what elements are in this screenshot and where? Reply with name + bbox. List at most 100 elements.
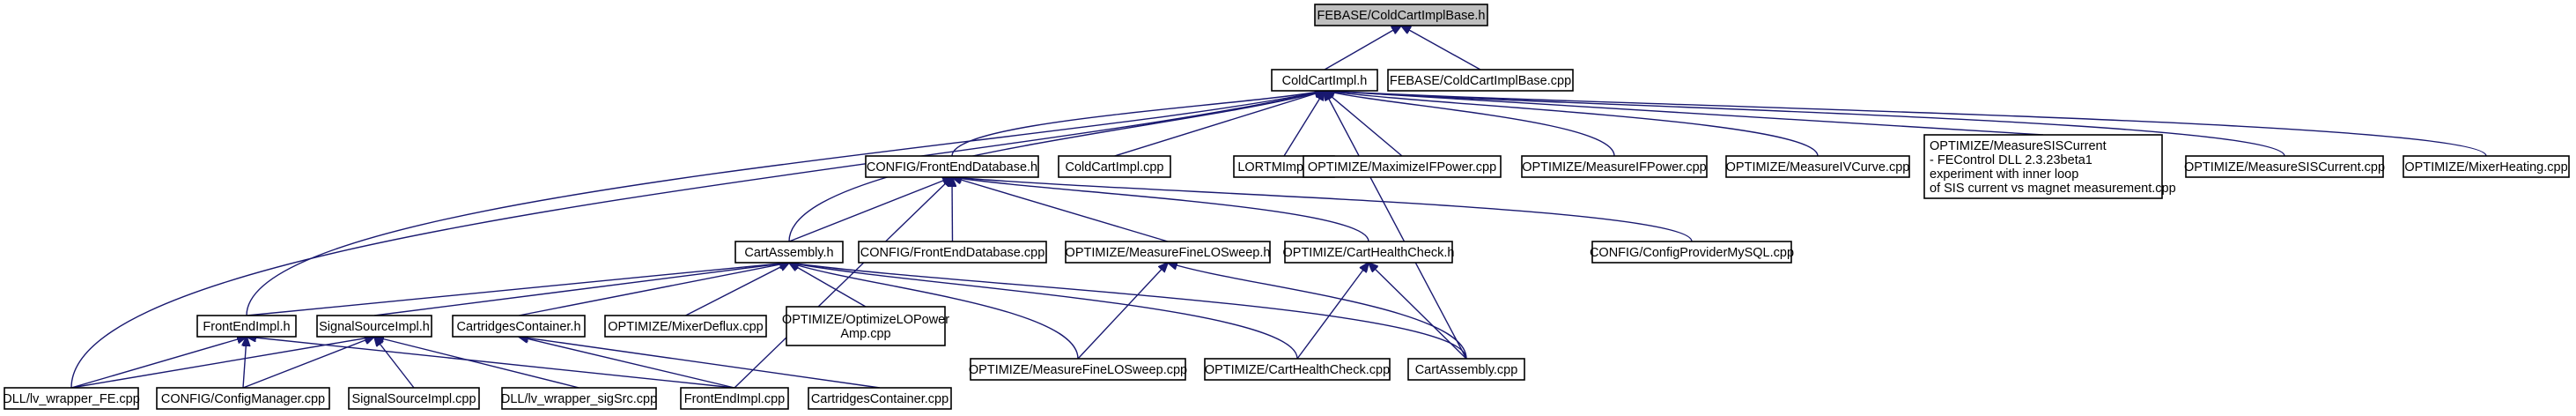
file-node-optimize-maximizeifpower-cpp[interactable]: OPTIMIZE/MaximizeIFPower.cpp — [1303, 155, 1502, 178]
file-node-label: SignalSourceImpl.cpp — [351, 392, 476, 406]
dependency-arrow — [1325, 91, 2044, 136]
file-node-optimize-mixerdeflux-cpp[interactable]: OPTIMIZE/MixerDeflux.cpp — [604, 315, 767, 338]
dependency-arrow — [951, 91, 1325, 157]
dependency-arrow — [1324, 26, 1401, 71]
dependency-arrow-line — [1325, 91, 2487, 157]
dependency-arrow-line — [1114, 91, 1325, 157]
dependency-arrow — [1325, 91, 1615, 157]
file-node-box — [1725, 155, 1910, 178]
file-node-optimize-measuresiscurrent-cpp[interactable]: OPTIMIZE/MeasureSISCurrent.cpp — [2184, 155, 2385, 178]
dependency-edges — [70, 26, 2487, 389]
file-node-label: OPTIMIZE/CartHealthCheck.cpp — [1205, 363, 1390, 377]
file-node-signalsourceimpl-h[interactable]: SignalSourceImpl.h — [316, 315, 432, 338]
dependency-arrow-line — [1325, 91, 2285, 157]
file-node-cartassembly-cpp[interactable]: CartAssembly.cpp — [1407, 358, 1525, 381]
file-node-box — [501, 387, 657, 410]
file-node-cartridgescontainer-cpp[interactable]: CartridgesContainer.cpp — [808, 387, 952, 410]
dependency-arrow-line — [952, 177, 1693, 242]
file-node-label: Amp.cpp — [840, 327, 890, 341]
file-node-label: OPTIMIZE/MeasureFineLOSweep.cpp — [969, 363, 1187, 377]
file-node-cartridgescontainer-h[interactable]: CartridgesContainer.h — [452, 315, 586, 338]
dependency-arrow-line — [952, 177, 1369, 242]
file-node-box — [4, 387, 139, 410]
dependency-arrow-line — [1325, 91, 1819, 157]
file-node-dll-lv-wrapper-sigsrc-cpp[interactable]: DLL/lv_wrapper_sigSrc.cpp — [501, 387, 657, 410]
file-node-config-frontenddatabase-cpp[interactable]: CONFIG/FrontEndDatabase.cpp — [858, 241, 1047, 264]
dependency-arrow-line — [952, 177, 953, 242]
dependency-arrow — [247, 337, 735, 389]
dependency-arrow — [1325, 91, 2487, 157]
file-node-cartassembly-h[interactable]: CartAssembly.h — [734, 241, 844, 264]
file-node-box — [2403, 155, 2570, 178]
file-node-label: CartAssembly.h — [744, 246, 833, 260]
dependency-arrow — [374, 337, 415, 389]
dependency-arrow — [1114, 91, 1325, 157]
dependency-arrow — [789, 263, 867, 308]
file-node-box — [1284, 241, 1453, 264]
file-node-optimize-measureivcurve-cpp[interactable]: OPTIMIZE/MeasureIVCurve.cpp — [1725, 155, 1910, 178]
file-node-label: ColdCartImpl.h — [1282, 74, 1368, 88]
file-node-config-configmanager-cpp[interactable]: CONFIG/ConfigManager.cpp — [156, 387, 330, 410]
file-node-optimize-measuresiscurrent-fecontrol-dll-2-3-23beta1-experiment-with-inner-loop-of-sis-current-vs-magnet-measurement-cpp[interactable]: OPTIMIZE/MeasureSISCurrent- FEControl DL… — [1923, 134, 2176, 199]
file-node-frontendimpl-cpp[interactable]: FrontEndImpl.cpp — [680, 387, 789, 410]
file-node-box — [196, 315, 297, 338]
file-node-optimize-carthealthcheck-cpp[interactable]: OPTIMIZE/CartHealthCheck.cpp — [1204, 358, 1391, 381]
dependency-arrow — [70, 337, 374, 389]
dependency-arrow — [1325, 91, 1819, 157]
file-node-label: OPTIMIZE/CartHealthCheck.h — [1283, 246, 1455, 260]
dependency-arrow — [788, 91, 1325, 242]
file-node-box — [316, 315, 432, 338]
file-node-coldcartimpl-h[interactable]: ColdCartImpl.h — [1271, 69, 1378, 92]
dependency-arrow-line — [788, 91, 1325, 242]
file-node-config-frontenddatabase-h[interactable]: CONFIG/FrontEndDatabase.h — [865, 155, 1039, 178]
dependency-arrow — [246, 91, 1325, 316]
file-node-label: DLL/lv_wrapper_FE.cpp — [3, 392, 140, 406]
dependency-arrow-line — [246, 91, 1325, 316]
dependency-arrow — [789, 263, 1467, 360]
dependency-arrow — [70, 91, 1325, 389]
file-node-label: OPTIMIZE/MeasureSISCurrent.cpp — [2184, 160, 2385, 175]
dependency-arrow — [1325, 91, 2285, 157]
file-node-label: CONFIG/FrontEndDatabase.cpp — [860, 246, 1045, 260]
file-node-signalsourceimpl-cpp[interactable]: SignalSourceImpl.cpp — [348, 387, 480, 410]
dependency-arrow-line — [374, 337, 415, 389]
file-node-febase-coldcartimplbase-h[interactable]: FEBASE/ColdCartImplBase.h — [1314, 4, 1488, 26]
file-node-label: OPTIMIZE/MeasureSISCurrent — [1930, 139, 2107, 153]
dependency-arrow-line — [519, 337, 881, 389]
file-node-config-configprovidermysql-cpp[interactable]: CONFIG/ConfigProviderMySQL.cpp — [1590, 241, 1794, 264]
dependency-arrow — [1296, 263, 1369, 360]
dependency-arrow-line — [789, 263, 867, 308]
file-node-optimize-measureifpower-cpp[interactable]: OPTIMIZE/MeasureIFPower.cpp — [1521, 155, 1708, 178]
file-node-label: FrontEndImpl.cpp — [684, 392, 785, 406]
dependency-arrow-line — [789, 263, 1467, 360]
dependency-arrow-line — [1296, 263, 1369, 360]
file-node-optimize-carthealthcheck-h[interactable]: OPTIMIZE/CartHealthCheck.h — [1283, 241, 1455, 264]
file-node-label: ColdCartImpl.cpp — [1065, 160, 1163, 175]
file-node-optimize-mixerheating-cpp[interactable]: OPTIMIZE/MixerHeating.cpp — [2403, 155, 2570, 178]
file-node-box — [786, 306, 946, 346]
file-node-label: OPTIMIZE/MeasureIFPower.cpp — [1522, 160, 1707, 175]
file-node-label: OPTIMIZE/MaximizeIFPower.cpp — [1308, 160, 1496, 175]
file-node-box — [2185, 155, 2384, 178]
dependency-arrow-line — [1324, 26, 1401, 71]
dependency-arrow-line — [952, 177, 1169, 242]
file-node-box — [808, 387, 952, 410]
dependency-arrow — [1401, 26, 1481, 71]
file-node-optimize-measurefinelosweep-h[interactable]: OPTIMIZE/MeasureFineLOSweep.h — [1065, 241, 1271, 264]
file-node-label: CartAssembly.cpp — [1415, 363, 1518, 377]
dependency-arrow — [685, 263, 790, 316]
dependency-arrow-line — [242, 337, 374, 389]
file-node-dll-lv-wrapper-fe-cpp[interactable]: DLL/lv_wrapper_FE.cpp — [3, 387, 140, 410]
file-node-optimize-measurefinelosweep-cpp[interactable]: OPTIMIZE/MeasureFineLOSweep.cpp — [969, 358, 1187, 381]
file-node-febase-coldcartimplbase-cpp[interactable]: FEBASE/ColdCartImplBase.cpp — [1387, 69, 1574, 92]
file-node-coldcartimpl-cpp[interactable]: ColdCartImpl.cpp — [1058, 155, 1171, 178]
file-node-box — [1591, 241, 1792, 264]
file-node-label: FEBASE/ColdCartImplBase.cpp — [1390, 74, 1571, 88]
file-node-label: OPTIMIZE/MixerHeating.cpp — [2404, 160, 2567, 175]
file-node-frontendimpl-h[interactable]: FrontEndImpl.h — [196, 315, 297, 338]
file-node-box — [734, 241, 844, 264]
dependency-arrow — [519, 337, 735, 389]
file-node-label: CartridgesContainer.cpp — [811, 392, 948, 406]
